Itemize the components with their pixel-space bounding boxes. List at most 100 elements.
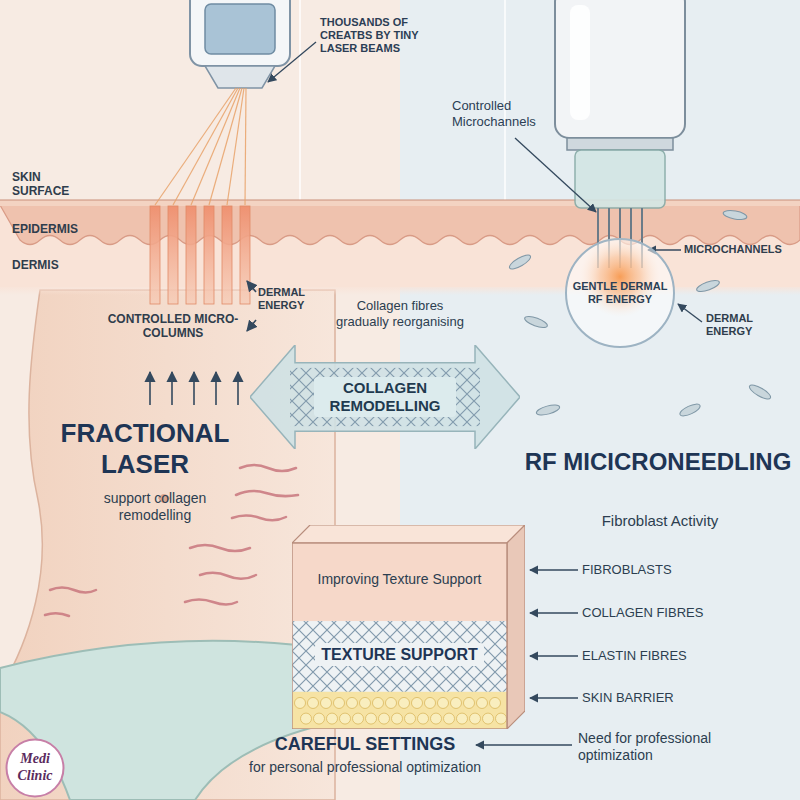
fibroblast-cells <box>508 253 533 272</box>
part-label: ELASTIN FIBRES <box>582 648 732 664</box>
label-holder: Controlled Microchannels <box>452 98 556 129</box>
label-holder: Collagen fibres gradually reorganising <box>331 298 469 329</box>
label-holder: DERMAL ENERGY <box>706 312 786 338</box>
node-title: TEXTURE SUPPORT <box>315 643 483 666</box>
energy-arrows <box>215 372 217 405</box>
layer-label: SKIN SURFACE <box>12 170 92 199</box>
collagen-band: COLLAGEN REMODELLING <box>250 345 520 449</box>
block-outline <box>292 543 507 729</box>
part-label: FIBROBLASTS <box>582 562 732 578</box>
block-outline <box>301 713 312 724</box>
energy-arrows <box>193 372 195 405</box>
circle-outline <box>564 235 676 351</box>
label-holder: RF MICICRONEEDLING <box>522 448 794 477</box>
block-outline <box>314 713 325 724</box>
laser-handpiece <box>205 4 275 54</box>
footer-heading: CAREFUL SETTINGS <box>250 734 480 756</box>
block-outline <box>353 713 364 724</box>
label-holder: THOUSANDS OF CREATBS BY TINY LASER BEAMS <box>320 16 442 56</box>
label-holder: ELASTIN FIBRES <box>582 648 732 664</box>
block-outline <box>340 713 351 724</box>
micro-columns <box>150 206 250 304</box>
block-outline <box>412 697 423 708</box>
section-heading: RF MICICRONEEDLING <box>522 448 794 477</box>
micro-columns <box>240 206 250 304</box>
laser-beams <box>191 88 240 205</box>
block-outline <box>496 713 507 724</box>
energy-arrows <box>237 372 239 405</box>
block-outline <box>334 697 345 708</box>
laser-beams <box>173 88 238 205</box>
rf-handpiece <box>555 0 685 208</box>
leader-lines <box>678 304 702 322</box>
block-outline <box>360 697 371 708</box>
annotation: Controlled Microchannels <box>452 98 556 129</box>
block-outline <box>392 713 403 724</box>
stretch-marks <box>190 545 250 551</box>
footer-subtitle: for personal professional optimization <box>215 759 515 776</box>
energy-arrows <box>247 281 256 292</box>
label-holder: DERMAL ENERGY <box>258 286 330 312</box>
background-panels <box>299 0 301 200</box>
part-label: SKIN BARRIER <box>582 690 732 706</box>
fibroblast-cells <box>748 383 773 402</box>
block-outline <box>292 692 507 729</box>
layer-label: EPIDERMIS <box>12 222 102 236</box>
laser-beams <box>155 88 246 205</box>
label-holder: Fibroblast Activity <box>570 512 750 530</box>
annotation: Collagen fibres gradually reorganising <box>331 298 469 329</box>
node-title: Medi Clinic <box>9 751 61 785</box>
rf-handpiece <box>555 0 685 138</box>
label-holder: EPIDERMIS <box>12 222 102 236</box>
leader-lines <box>530 569 578 570</box>
block-outline <box>477 697 488 708</box>
stretch-marks <box>185 600 237 605</box>
energy-arrows <box>171 372 173 405</box>
label-holder: SKIN BARRIER <box>582 690 732 706</box>
block-outline <box>457 713 468 724</box>
clinic-logo: Medi Clinic <box>4 738 66 798</box>
rf-handpiece <box>570 5 590 120</box>
block-outline <box>425 697 436 708</box>
rf-handpiece <box>575 150 665 208</box>
block-outline <box>373 697 384 708</box>
block-outline <box>470 713 481 724</box>
laser-beams <box>209 88 242 205</box>
label-holder: CAREFUL SETTINGS <box>250 734 480 756</box>
band-outline <box>290 368 480 426</box>
block-outline <box>379 713 390 724</box>
energy-arrows <box>150 281 256 405</box>
label-holder: SKIN SURFACE <box>12 170 92 199</box>
block-outline <box>451 697 462 708</box>
skin-cross-section <box>0 199 800 200</box>
underwear <box>0 641 335 800</box>
annotation: THOUSANDS OF CREATBS BY TINY LASER BEAMS <box>320 16 442 56</box>
section-subtitle: Fibroblast Activity <box>570 512 750 530</box>
laser-beams <box>227 88 244 205</box>
label-holder: MICROCHANNELS <box>684 243 794 256</box>
band-outline <box>250 345 520 449</box>
block-outline <box>483 713 494 724</box>
stretch-marks <box>236 491 298 496</box>
fibroblast-cells <box>535 403 560 417</box>
block-outline <box>292 543 507 621</box>
skin-cross-section <box>0 285 800 295</box>
skin-cross-section <box>0 205 800 287</box>
fibroblast-cells <box>695 278 720 294</box>
leader-lines <box>515 138 596 212</box>
label-holder: CONTROLLED MICRO-COLUMNS <box>98 312 248 341</box>
block-outline <box>292 621 507 692</box>
rf-energy-circle: GENTLE DERMAL RF ENERGY <box>564 235 676 351</box>
skin-cross-section <box>0 200 800 295</box>
leader-lines <box>476 744 572 745</box>
stretch-marks <box>45 465 298 616</box>
annotation: DERMAL ENERGY <box>706 312 786 338</box>
annotation: DERMAL ENERGY <box>258 286 330 312</box>
section-heading: FRACTIONAL LASER <box>45 418 245 480</box>
annotation: Need for professional optimization <box>578 730 753 764</box>
block-outline <box>292 525 525 543</box>
laser-handpiece <box>205 66 275 88</box>
